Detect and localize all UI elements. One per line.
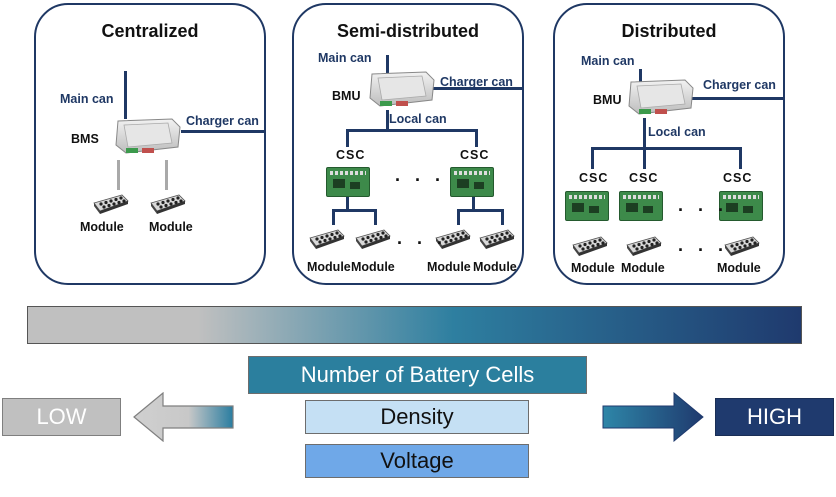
local-can-drop — [475, 129, 478, 147]
factor-cells-label: Number of Battery Cells — [300, 362, 535, 387]
module-label: Module — [427, 260, 471, 274]
module-label: Module — [307, 260, 351, 274]
local-can-label: Local can — [648, 125, 706, 139]
main-can-line — [124, 71, 127, 119]
csc-board-icon — [326, 167, 370, 197]
main-can-label: Main can — [581, 54, 635, 68]
centralized-title: Centralized — [101, 21, 199, 41]
factor-density-label: Density — [380, 404, 454, 429]
low-label: LOW — [36, 404, 87, 429]
ellipsis: . . . — [678, 195, 729, 215]
factor-box-voltage: Voltage — [305, 444, 529, 478]
battery-module-icon — [723, 235, 761, 257]
module-link-line — [332, 209, 335, 225]
charger-can-label: Charger can — [440, 75, 513, 89]
ellipsis: . . . — [395, 165, 446, 185]
module-link-line — [117, 160, 120, 190]
local-can-label: Local can — [389, 112, 447, 126]
ellipsis: . . . — [678, 235, 729, 255]
main-can-line — [639, 69, 642, 85]
local-can-bus — [591, 147, 742, 150]
csc-board-icon — [619, 191, 663, 221]
module-label: Module — [473, 260, 517, 274]
main-can-label: Main can — [60, 92, 114, 106]
local-can-bus — [346, 129, 477, 132]
csc-label: CSC — [460, 148, 490, 162]
module-link-line — [457, 209, 460, 225]
battery-module-icon — [149, 193, 187, 215]
right-arrow-icon — [602, 392, 704, 442]
module-link-bus — [332, 209, 377, 212]
csc-board-icon — [719, 191, 763, 221]
charger-can-line — [181, 130, 265, 133]
factor-box-density: Density — [305, 400, 529, 434]
gradient-scale-bar — [27, 306, 802, 344]
main-can-label: Main can — [318, 51, 372, 65]
bmu-controller-icon — [625, 78, 695, 118]
module-label: Module — [571, 261, 615, 275]
charger-can-label: Charger can — [186, 114, 259, 128]
module-label: Module — [717, 261, 761, 275]
module-label: Module — [621, 261, 665, 275]
charger-can-label: Charger can — [703, 78, 776, 92]
battery-module-icon — [308, 228, 346, 250]
battery-module-icon — [354, 228, 392, 250]
csc-label: CSC — [579, 171, 609, 185]
centralized-panel: Centralized Main can Charger can BMS Mod… — [34, 3, 266, 285]
bms-label: BMS — [71, 132, 99, 146]
bms-controller-icon — [112, 117, 182, 157]
module-link-line — [501, 209, 504, 225]
charger-can-line — [431, 87, 523, 90]
bmu-label: BMU — [593, 93, 622, 107]
csc-label: CSC — [336, 148, 366, 162]
factor-voltage-label: Voltage — [380, 448, 454, 473]
local-can-drop — [739, 147, 742, 169]
module-link-line — [346, 197, 349, 209]
csc-board-icon — [450, 167, 494, 197]
csc-label: CSC — [723, 171, 753, 185]
module-link-line — [472, 197, 475, 209]
local-can-line — [643, 118, 646, 148]
battery-module-icon — [478, 228, 516, 250]
module-link-line — [165, 160, 168, 190]
left-arrow-icon — [133, 392, 234, 442]
low-label-box: LOW — [2, 398, 121, 436]
factor-box-cells: Number of Battery Cells — [248, 356, 587, 394]
bmu-label: BMU — [332, 89, 361, 103]
local-can-drop — [346, 129, 349, 147]
module-label: Module — [80, 220, 124, 234]
high-label: HIGH — [747, 404, 802, 429]
battery-module-icon — [625, 235, 663, 257]
battery-module-icon — [92, 193, 130, 215]
semi-distributed-title: Semi-distributed — [336, 21, 479, 41]
module-label: Module — [149, 220, 193, 234]
ellipsis: . . . — [397, 228, 448, 248]
high-label-box: HIGH — [715, 398, 834, 436]
module-link-bus — [457, 209, 504, 212]
local-can-line — [386, 110, 389, 130]
csc-label: CSC — [629, 171, 659, 185]
semi-distributed-panel: Semi-distributed Main can Charger can BM… — [292, 3, 524, 285]
module-label: Module — [351, 260, 395, 274]
distributed-title: Distributed — [621, 21, 717, 41]
local-can-drop — [591, 147, 594, 169]
main-can-line — [386, 55, 389, 73]
battery-module-icon — [571, 235, 609, 257]
module-link-line — [374, 209, 377, 225]
csc-board-icon — [565, 191, 609, 221]
charger-can-line — [690, 97, 783, 100]
bmu-controller-icon — [366, 70, 436, 110]
distributed-panel: Distributed Main can Charger can BMU Loc… — [553, 3, 785, 285]
local-can-drop — [643, 147, 646, 169]
